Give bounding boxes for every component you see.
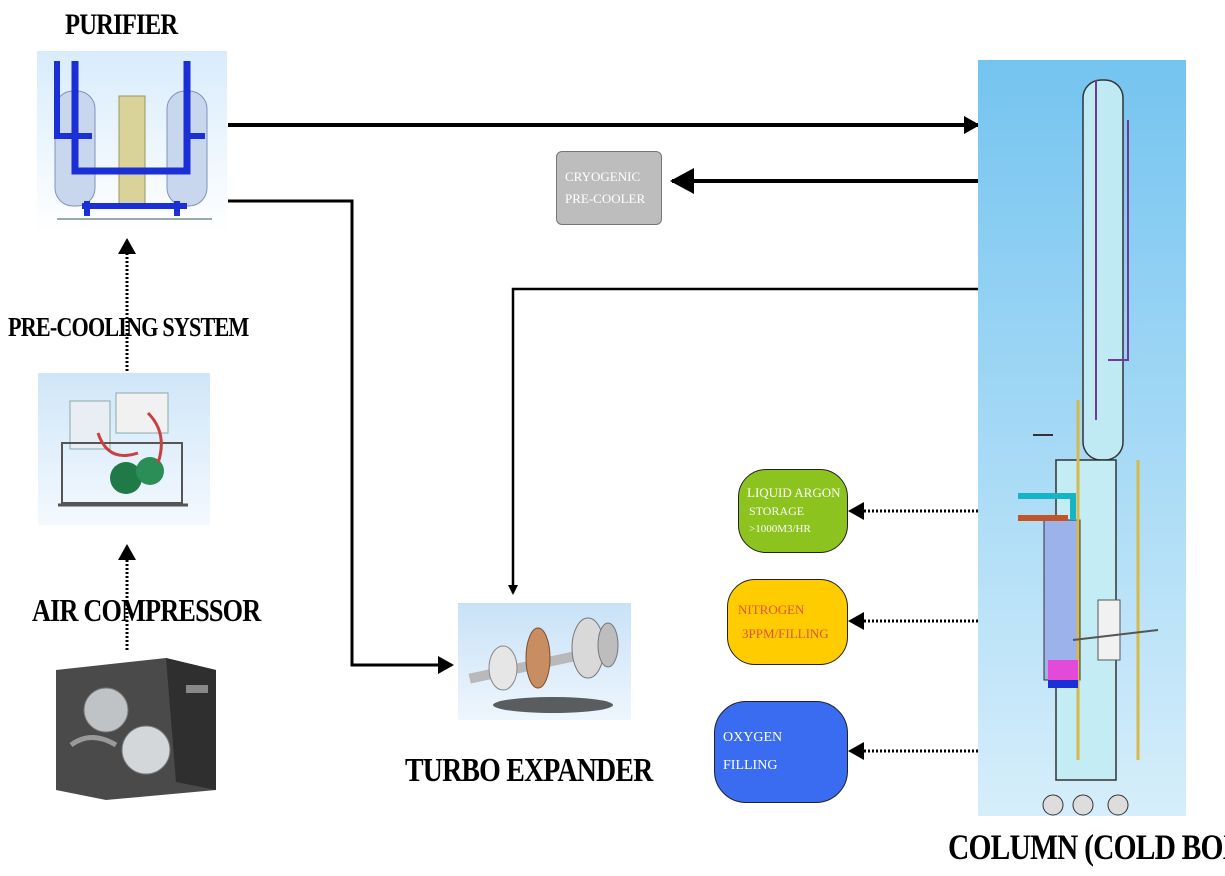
turbo-expander-label: TURBO EXPANDER [405, 752, 653, 789]
argon-line2: STORAGE [749, 504, 805, 518]
cryogenic-line1: CRYOGENIC [565, 169, 641, 184]
column-to-turbo-arrow [508, 287, 1185, 595]
oxygen-line2: FILLING [723, 758, 778, 773]
nitrogen-line2: 3PPM/FILLING [742, 626, 829, 641]
purifier-label: PURIFIER [65, 8, 178, 41]
purifier-to-turbo-arrow [228, 199, 454, 674]
pre-cooling-label: PRE-COOLING SYSTEM [8, 312, 249, 342]
refrigeration-skid-icon [38, 373, 210, 525]
air-compressor-label: AIR COMPRESSOR [32, 592, 261, 628]
cryogenic-pre-cooler-box: CRYOGENIC PRE-COOLER [556, 151, 662, 225]
nitrogen-line1: NITROGEN [738, 602, 805, 617]
oxygen-filling-tank: OXYGEN FILLING [714, 701, 848, 803]
compressor-cabinet-icon [46, 650, 222, 800]
turbo-rotor-icon [458, 603, 631, 720]
oxygen-line1: OXYGEN [723, 730, 783, 745]
nitrogen-filling-tank: NITROGEN 3PPM/FILLING [727, 579, 848, 665]
column-label: COLUMN (COLD BOX) [948, 827, 1225, 867]
purifier-vessels-icon [37, 51, 227, 233]
argon-line1: LIQUID ARGON [747, 485, 841, 500]
liquid-argon-storage-tank: LIQUID ARGON STORAGE >1000M3/HR [738, 469, 848, 553]
argon-line3: >1000M3/HR [749, 523, 811, 535]
distillation-column-icon [978, 60, 1186, 816]
cryogenic-line2: PRE-COOLER [565, 191, 646, 206]
